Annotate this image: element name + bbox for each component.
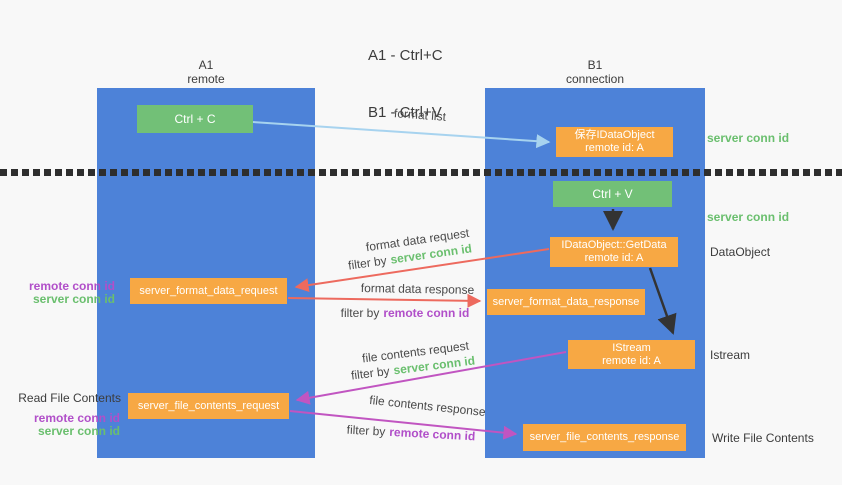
arrow-format-data-request — [294, 248, 550, 293]
node-server-format-data-request-label: server_format_data_request — [139, 284, 278, 297]
node-save-idataobject-line2: remote id: A — [585, 142, 644, 154]
side-label-read-file-contents: Read File Contents — [18, 391, 121, 405]
node-ctrl-c: Ctrl + C — [137, 105, 253, 133]
node-istream-line2: remote id: A — [602, 354, 661, 367]
node-server-file-contents-response: server_file_contents_response — [523, 424, 686, 451]
lifeline-a1-role: remote — [187, 72, 225, 86]
node-server-format-data-response: server_format_data_response — [487, 289, 645, 315]
label-filter-prefix-2: filter by — [340, 306, 380, 320]
label-format-data-response: format data response — [360, 281, 475, 297]
arrow-format-list — [252, 121, 551, 149]
arrow-file-contents-response — [289, 410, 518, 440]
lifeline-b1-name: B1 — [587, 58, 603, 72]
arrow-file-contents-request — [295, 351, 567, 405]
node-server-file-contents-response-label: server_file_contents_response — [529, 431, 680, 443]
diagram-title-line2: B1 - Ctrl+V — [368, 104, 442, 121]
side-label-server-conn-id-top: server conn id — [707, 131, 790, 145]
node-server-file-contents-request: server_file_contents_request — [128, 393, 289, 419]
node-ctrl-c-label: Ctrl + C — [174, 112, 216, 126]
node-server-file-contents-request-label: server_file_contents_request — [137, 399, 280, 412]
node-server-format-data-response-label: server_format_data_response — [492, 295, 640, 308]
label-filter-key-remote-1: remote conn id — [383, 306, 470, 320]
node-istream-line1: IStream — [612, 341, 651, 354]
session-separator-dotted-line — [0, 169, 842, 176]
side-label-istream: Istream — [710, 348, 751, 362]
side-label-server-conn-id-bottom: server conn id — [37, 424, 120, 438]
side-label-dataobject: DataObject — [710, 245, 771, 259]
side-label-write-file-contents: Write File Contents — [712, 431, 814, 445]
label-filter-prefix-4: filter by — [346, 422, 386, 439]
node-idataobject-getdata: IDataObject::GetData remote id: A — [550, 237, 678, 267]
node-idataobject-getdata-line2: remote id: A — [584, 252, 644, 264]
node-istream: IStream remote id: A — [568, 340, 695, 369]
node-ctrl-v-label: Ctrl + V — [592, 187, 633, 201]
side-label-remote-conn-id-top: remote conn id — [28, 279, 115, 293]
lifeline-a1-name: A1 — [198, 58, 214, 72]
arrow-format-data-response — [287, 293, 482, 308]
side-label-remote-conn-id-bottom: remote conn id — [33, 411, 120, 425]
diagram-title: A1 - Ctrl+C B1 - Ctrl+V — [368, 8, 443, 160]
lifeline-b1-role: connection — [565, 72, 625, 86]
node-server-format-data-request: server_format_data_request — [130, 278, 287, 304]
node-idataobject-getdata-line1: IDataObject::GetData — [561, 239, 667, 251]
diagram-title-line1: A1 - Ctrl+C — [368, 47, 443, 64]
side-label-server-conn-id-mid: server conn id — [707, 210, 790, 224]
node-ctrl-v: Ctrl + V — [553, 181, 672, 207]
node-save-idataobject-line1: 保存IDataObject — [574, 129, 655, 141]
node-save-idataobject: 保存IDataObject remote id: A — [556, 127, 673, 157]
lifeline-a1-header: A1 remote — [97, 58, 315, 86]
side-label-server-conn-id-left-top: server conn id — [32, 292, 115, 306]
arrow-getdata-to-istream — [648, 267, 677, 335]
lifeline-b1-header: B1 connection — [485, 58, 705, 86]
